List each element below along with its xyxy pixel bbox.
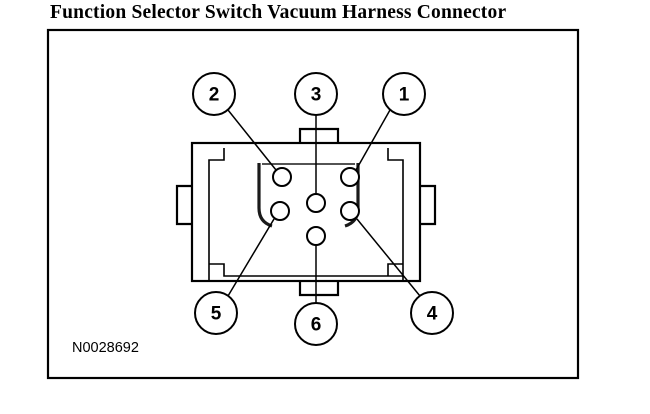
callout-1-circle bbox=[382, 72, 426, 116]
callout-2-circle bbox=[192, 72, 236, 116]
leader-line-1 bbox=[355, 109, 391, 171]
pin-6 bbox=[306, 226, 326, 246]
pin-3 bbox=[306, 193, 326, 213]
callout-1-label: 1 bbox=[399, 85, 410, 106]
callout-6-circle bbox=[294, 302, 338, 346]
pin-1 bbox=[340, 167, 360, 187]
connector-outer-body bbox=[190, 141, 422, 283]
callout-4-label: 4 bbox=[427, 304, 438, 325]
right-tab-icon bbox=[420, 184, 437, 226]
callout-4-circle bbox=[410, 291, 454, 335]
leader-line-4 bbox=[356, 218, 421, 297]
callout-3-circle bbox=[294, 72, 338, 116]
cavity-u-bracket bbox=[257, 163, 273, 228]
diagram-frame bbox=[46, 28, 580, 380]
corner-bracket-top-right bbox=[387, 148, 404, 281]
pin-4 bbox=[340, 201, 360, 221]
page-title: Function Selector Switch Vacuum Harness … bbox=[50, 2, 507, 23]
corner-bracket-top-left bbox=[208, 148, 225, 281]
leader-line-5 bbox=[227, 218, 275, 297]
callout-2-label: 2 bbox=[209, 85, 220, 106]
corner-bracket-bottom-left bbox=[209, 263, 403, 277]
corner-bracket-bottom-right bbox=[387, 263, 403, 276]
callout-3-label: 3 bbox=[311, 85, 322, 106]
pin-2 bbox=[272, 167, 292, 187]
callout-6-label: 6 bbox=[311, 315, 322, 336]
callout-4: 4 bbox=[410, 291, 454, 335]
callout-1: 1 bbox=[382, 72, 426, 116]
pin-5 bbox=[270, 201, 290, 221]
callout-3: 3 bbox=[294, 72, 338, 116]
top-tab-icon bbox=[298, 127, 340, 143]
leader-line-2 bbox=[227, 109, 277, 171]
bottom-tab-icon bbox=[298, 281, 340, 297]
callout-5-label: 5 bbox=[211, 304, 222, 325]
callout-5: 5 bbox=[194, 291, 238, 335]
left-tab-icon bbox=[175, 184, 192, 226]
callout-6: 6 bbox=[294, 302, 338, 346]
reference-number: N0028692 bbox=[72, 340, 139, 356]
callout-2: 2 bbox=[192, 72, 236, 116]
callout-5-circle bbox=[194, 291, 238, 335]
